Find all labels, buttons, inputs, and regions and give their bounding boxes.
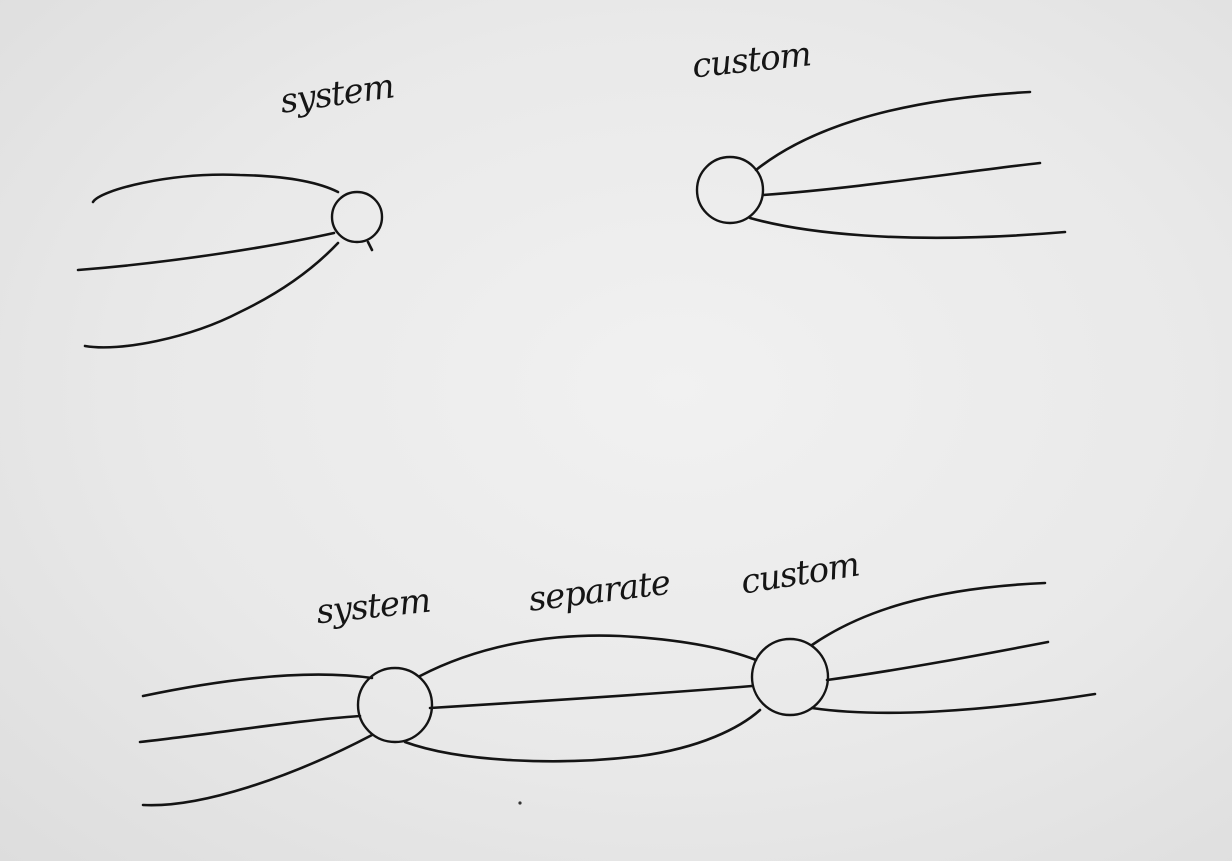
combined-separate-label: separate [526,563,672,620]
separate-line-top [418,634,758,678]
custom-label: custom [690,34,812,86]
combined-left-line-top [141,673,374,698]
combined-left-line-middle [138,714,362,744]
combined-custom-node [750,637,830,717]
system-node [330,190,384,244]
custom-line-bottom [748,216,1067,240]
system-node-tail [366,240,374,252]
separate-line-bottom [403,708,762,763]
combined-diagram: system separate custom [138,545,1097,807]
system-line-middle [76,231,336,272]
combined-right-line-bottom [810,692,1097,715]
custom-diagram: custom [690,34,1067,240]
system-line-top [91,173,340,204]
separate-line-middle [428,684,754,710]
system-diagram: system [76,66,397,349]
combined-system-node [356,666,434,744]
combined-right-line-top [810,581,1047,647]
system-line-bottom [83,241,340,349]
combined-custom-label: custom [738,545,862,603]
combined-system-label: system [314,581,432,633]
custom-line-middle [761,161,1042,197]
custom-line-top [754,90,1032,172]
combined-left-line-bottom [141,733,374,807]
ink-speck [518,801,522,805]
combined-right-line-middle [825,640,1050,682]
system-label: system [278,66,397,121]
custom-node [695,155,765,225]
